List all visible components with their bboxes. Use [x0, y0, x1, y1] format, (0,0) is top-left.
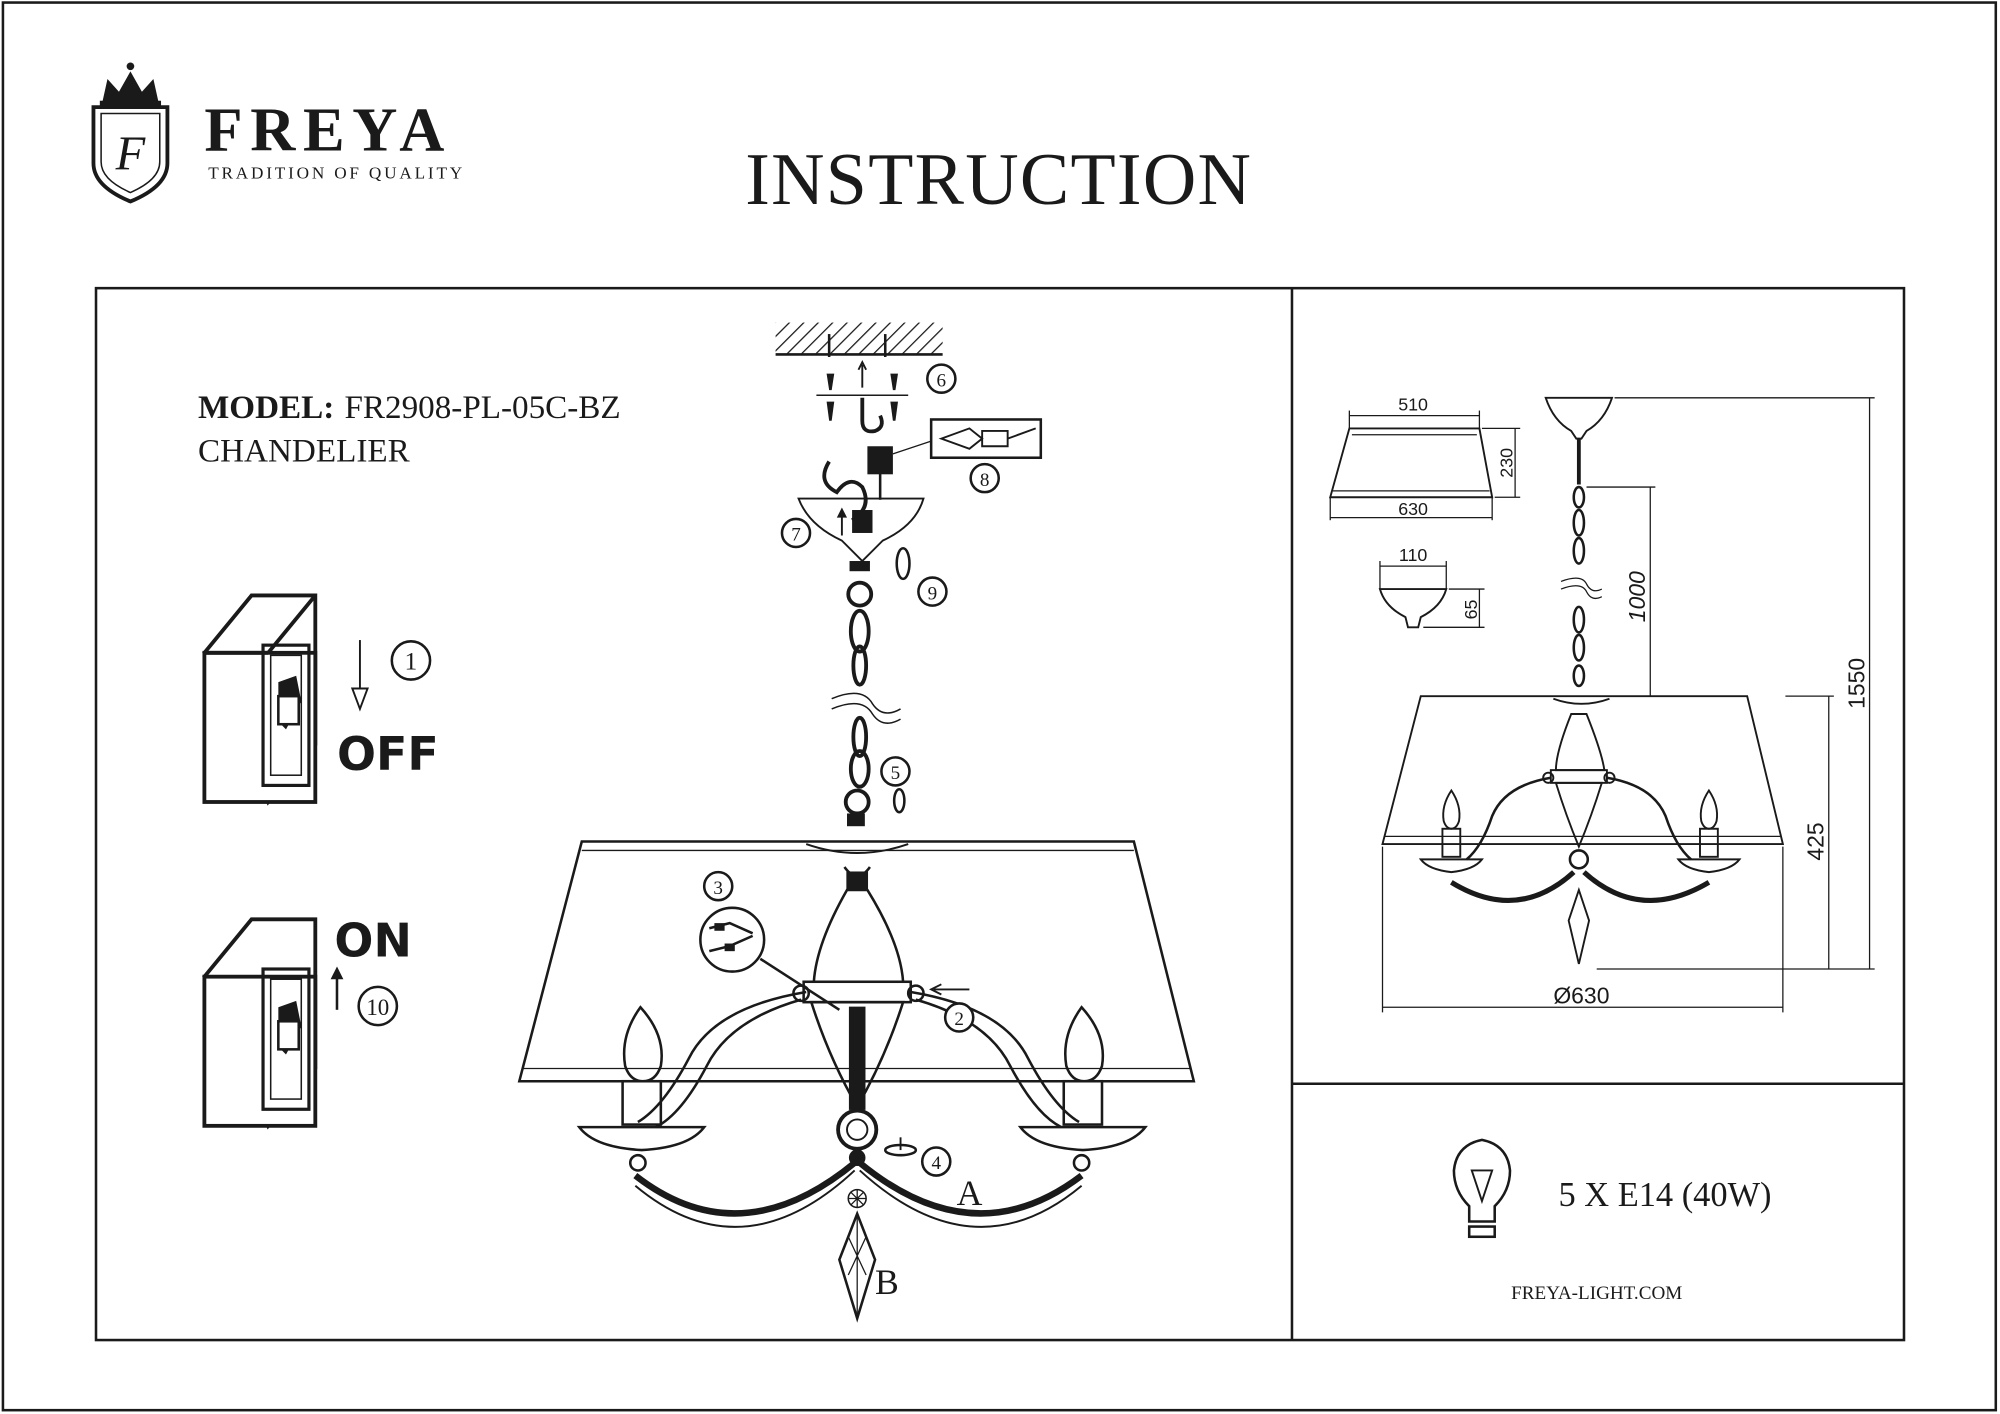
- arrow-up-head-icon: [330, 966, 344, 980]
- rotate-icon-5: [892, 787, 906, 814]
- website: FREYA-LIGHT.COM: [1511, 1283, 1682, 1304]
- part-label-b: B: [875, 1262, 899, 1302]
- dim-shade-top: 510: [1398, 395, 1428, 415]
- step-badge-7: [780, 517, 812, 549]
- step-number-3: 3: [713, 878, 723, 899]
- suspension-chain: [831, 580, 901, 816]
- hook-icon: [860, 397, 884, 434]
- terminal-block-inset: [929, 418, 1043, 460]
- step-number-1: 1: [405, 646, 418, 675]
- crest-letter: F: [115, 128, 146, 181]
- step-badge-5: [880, 756, 911, 787]
- canopy-dimension-drawing: [1378, 561, 1485, 629]
- dim-shade-bottom: 630: [1398, 499, 1428, 519]
- arrow-down-head-icon: [350, 687, 369, 712]
- step-number-4: 4: [931, 1153, 941, 1174]
- model-label: MODEL:: [198, 389, 334, 426]
- part-label-a: A: [957, 1173, 983, 1213]
- step-number-6: 6: [937, 370, 947, 391]
- brand-name: FREYA: [204, 94, 452, 164]
- dim-canopy-width: 110: [1399, 545, 1428, 565]
- wire-connector-inset: [699, 906, 841, 1011]
- switch-on-illustration: [202, 917, 318, 1130]
- step-badge-1: [390, 640, 432, 681]
- shade-dimension-drawing: [1328, 410, 1521, 521]
- content-frame: [94, 286, 1906, 1342]
- freya-crest-logo: F: [91, 62, 170, 204]
- bulb-spec: 5 X E14 (40W): [1558, 1176, 1771, 1214]
- chandelier-dimension-drawing: [1381, 396, 1875, 1013]
- step-number-2: 2: [954, 1009, 964, 1030]
- switch-on-label: ON: [334, 913, 411, 967]
- ceiling-mount-illustration: 6 8 7 9: [775, 322, 1043, 607]
- document-title: INSTRUCTION: [745, 138, 1252, 220]
- switch-off-illustration: [202, 593, 318, 806]
- dim-diameter: Ø630: [1553, 982, 1609, 1008]
- brand-tagline: TRADITION OF QUALITY: [208, 164, 465, 183]
- light-bulb-icon: [1452, 1138, 1512, 1239]
- dim-canopy-height: 65: [1461, 599, 1481, 619]
- step-badge-2: [943, 1002, 975, 1033]
- step-badge-3: [702, 870, 734, 902]
- lamp-shade: [517, 840, 1196, 1083]
- step-badge-10: [357, 985, 399, 1027]
- step-number-7: 7: [791, 525, 801, 546]
- step-badge-6: [926, 363, 957, 394]
- step-number-10: 10: [366, 995, 389, 1020]
- step-number-9: 9: [928, 583, 938, 604]
- dim-total-height: 1550: [1843, 658, 1869, 709]
- model-line: MODEL: FR2908-PL-05C-BZ: [198, 389, 621, 426]
- step-badge-8: [969, 462, 1001, 494]
- rotate-icon-9: [895, 546, 911, 581]
- screw-icon: [816, 359, 909, 434]
- step-badge-9: [917, 576, 948, 607]
- dim-body-height: 425: [1803, 822, 1829, 860]
- step-number-5: 5: [891, 763, 901, 784]
- ceiling-hatch: [775, 322, 943, 355]
- dim-chain-length: 1000: [1624, 571, 1650, 622]
- switch-off-label: OFF: [337, 727, 439, 781]
- step-badge-4: [920, 1146, 952, 1177]
- step-number-8: 8: [980, 470, 990, 491]
- chandelier-body: [576, 866, 1148, 1323]
- model-code: FR2908-PL-05C-BZ: [344, 389, 620, 426]
- model-type: CHANDELIER: [198, 433, 411, 470]
- dim-shade-height: 230: [1497, 448, 1517, 478]
